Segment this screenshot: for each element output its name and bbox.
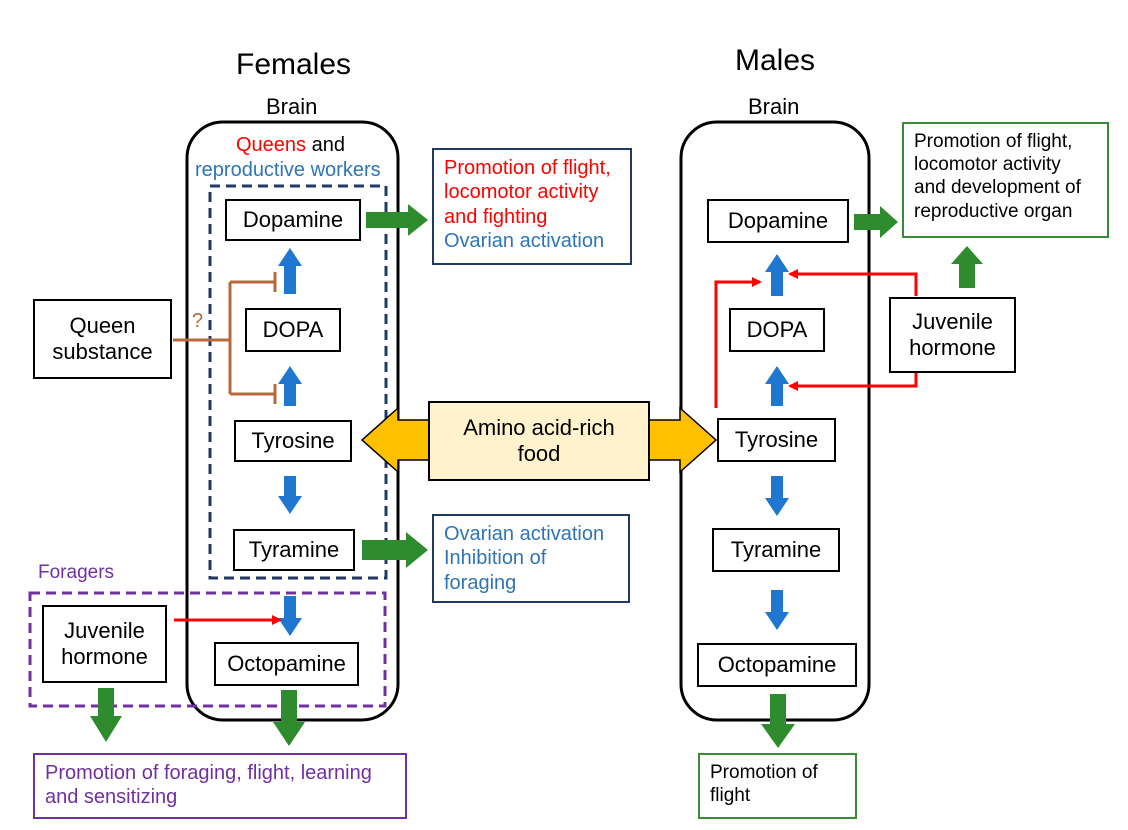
food-line-1: Amino acid-rich [463, 414, 615, 440]
female-tyramine-node: Tyramine [233, 529, 355, 571]
foragers-dashed-region [28, 591, 387, 708]
male-dopamine-node: Dopamine [707, 199, 849, 243]
male-octopamine-effects-panel: Promotion of flight [698, 753, 857, 819]
female-arrow-tyrosine-to-tyramine [278, 476, 302, 514]
male-tyrosine-to-dopamine-red-arrow [714, 277, 762, 408]
male-octopamine-effect-arrow [761, 694, 795, 748]
female-jh-line-2: hormone [61, 644, 148, 669]
female-brain-label: Brain [266, 94, 318, 119]
dopamine-effect-red-3: and fighting [444, 205, 548, 228]
male-arrow-tyrosine-to-tyramine [765, 476, 789, 516]
octopamine-effect-2: and sensitizing [45, 786, 178, 809]
male-octopamine-effect-2: flight [710, 785, 751, 807]
male-dopa-node: DOPA [729, 308, 825, 352]
male-juvenile-hormone-node: Juvenile hormone [889, 297, 1016, 373]
queen-substance-node: Queen substance [33, 299, 172, 379]
male-jh-effect-arrow [951, 246, 983, 288]
female-arrow-dopa-to-dopamine [278, 248, 302, 294]
tyramine-effect-1: Ovarian activation [444, 523, 605, 545]
and-word: and [311, 134, 345, 156]
male-jh-to-dopa-red-arrow [788, 372, 918, 391]
male-arrow-dopa-to-dopamine [765, 254, 789, 296]
queens-word: Queens [236, 134, 307, 156]
females-title: Females [236, 48, 352, 81]
males-title: Males [735, 44, 816, 77]
male-dopamine-effect-3: and development of [914, 177, 1081, 199]
female-arrow-tyramine-to-octopamine [278, 596, 302, 636]
tyramine-effect-3: foraging [444, 571, 517, 594]
queens-dashed-region [208, 184, 388, 580]
male-dopamine-effect-2: locomotor activity [914, 154, 1061, 176]
food-line-2: food [517, 441, 561, 466]
female-juvenile-hormone-node: Juvenile hormone [42, 605, 167, 683]
female-dopamine-effect-arrow [366, 204, 428, 236]
food-arrow-left [360, 406, 431, 474]
male-arrow-tyrosine-to-dopa [765, 366, 789, 406]
foragers-effect-arrow [90, 688, 122, 742]
dopamine-effect-blue-1: Ovarian activation [444, 230, 605, 253]
female-octopamine-effect-arrow [273, 690, 305, 746]
amino-acid-food-node: Amino acid-rich food [428, 401, 650, 481]
male-arrow-tyramine-to-octopamine [765, 590, 789, 630]
queens-label: Queens and [236, 134, 345, 157]
octopamine-effect-1: Promotion of foraging, flight, learning [45, 762, 372, 784]
dopamine-effect-red-2: locomotor activity [444, 181, 599, 204]
food-arrow-right [647, 406, 718, 474]
female-tyramine-effect-arrow [362, 532, 428, 568]
female-arrow-tyrosine-to-dopa [278, 366, 302, 406]
male-brain-label: Brain [748, 94, 800, 119]
queen-substance-line-2: substance [52, 339, 153, 364]
female-dopa-node: DOPA [245, 308, 341, 352]
tyramine-effect-2: Inhibition of [444, 547, 547, 570]
male-tyramine-node: Tyramine [712, 528, 840, 572]
male-dopamine-effect-1: Promotion of flight, [914, 131, 1073, 152]
male-tyrosine-node: Tyrosine [717, 418, 836, 462]
queen-substance-question-mark: ? [192, 310, 204, 332]
male-jh-line-1: Juvenile [912, 308, 993, 334]
female-octopamine-node: Octopamine [214, 642, 359, 686]
female-dopamine-effects-panel: Promotion of flight, locomotor activity … [432, 148, 632, 265]
female-tyramine-effects-panel: Ovarian activation Inhibition of foragin… [432, 514, 630, 603]
female-dopamine-node: Dopamine [225, 199, 361, 241]
female-tyrosine-node: Tyrosine [234, 420, 352, 462]
dopamine-effect-red-1: Promotion of flight, [444, 157, 611, 179]
reproductive-workers-label: reproductive workers [195, 159, 381, 181]
male-octopamine-node: Octopamine [697, 643, 857, 687]
female-jh-line-1: Juvenile [64, 617, 145, 643]
male-jh-line-2: hormone [909, 335, 996, 360]
male-jh-to-dopamine-red-arrow [788, 269, 918, 296]
female-octopamine-effects-panel: Promotion of foraging, flight, learning … [33, 753, 407, 819]
male-dopamine-effect-arrow [854, 206, 898, 238]
foragers-label: Foragers [38, 562, 115, 583]
queen-substance-line-1: Queen [69, 312, 136, 338]
male-dopamine-effect-4: reproductive organ [914, 200, 1073, 222]
male-octopamine-effect-1: Promotion of [710, 762, 818, 783]
male-dopamine-effects-panel: Promotion of flight, locomotor activity … [902, 122, 1109, 238]
